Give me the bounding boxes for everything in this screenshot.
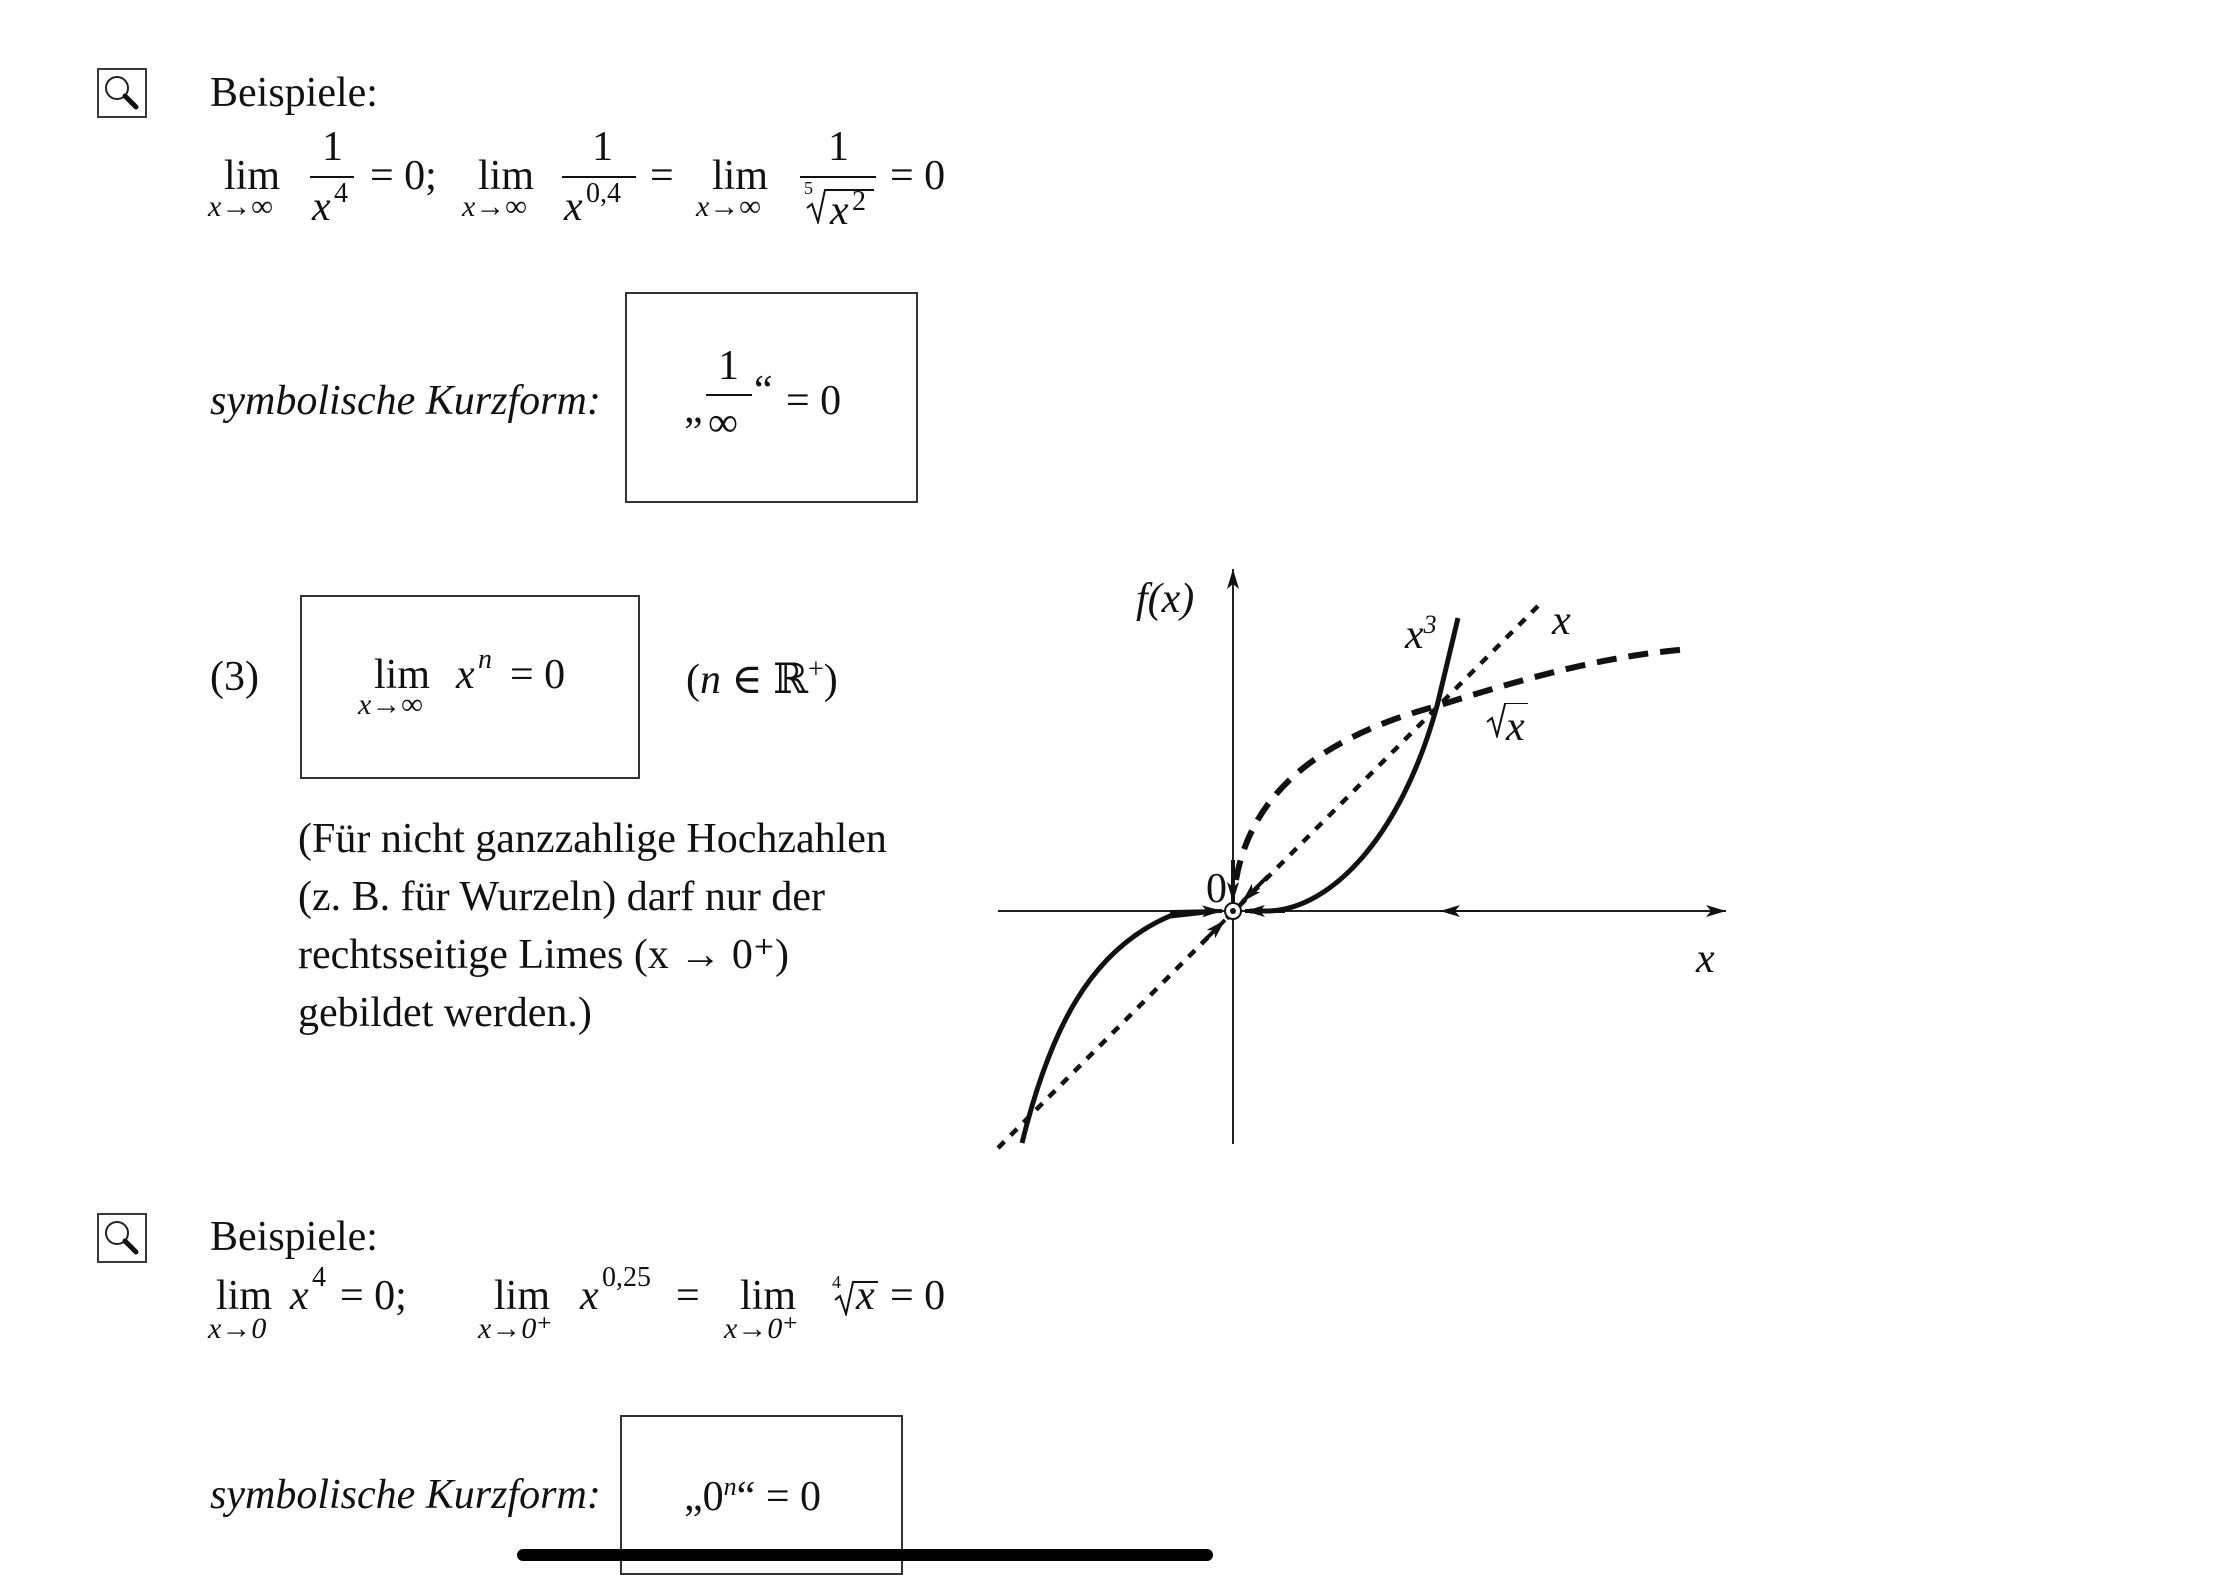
curve-label-x-cubed: x3 (1405, 610, 1437, 658)
radicand-exponent: 2 (852, 186, 866, 217)
power-exponent: 0,25 (602, 1262, 651, 1293)
cube-base: x (1405, 612, 1424, 658)
y-axis-label: f(x) (1136, 576, 1195, 622)
result-text: = 0 (890, 153, 946, 199)
power-base: x (290, 1273, 309, 1319)
lim-subscript: x→∞ (208, 190, 273, 223)
sqrt-label-overline (1504, 703, 1528, 704)
lim-operator: lim (712, 153, 769, 199)
short-form-base: 0 (702, 1474, 724, 1520)
curve-label-sqrt-x: x (1506, 704, 1525, 750)
condition-text: (n ∈ ℝ+) (686, 654, 838, 703)
fraction-bar (706, 394, 752, 396)
magnifier-icon (105, 1221, 139, 1255)
note-line: rechtsseitige Limes (x → 0⁺) (298, 932, 790, 978)
fraction-bar (310, 176, 354, 178)
lim-subscript: x→∞ (462, 190, 527, 223)
home-indicator[interactable] (517, 1549, 1213, 1561)
equals-sign: = (676, 1273, 700, 1319)
radical-sign-icon (806, 189, 826, 224)
note-line: gebildet werden.) (298, 990, 592, 1036)
short-form-result: = 0 (765, 1474, 821, 1520)
result-text: = 0 (890, 1273, 946, 1319)
radical-sign-icon (834, 1281, 854, 1316)
open-quote: „ (684, 1474, 703, 1520)
radicand: x (856, 1273, 875, 1319)
radical-overline (824, 189, 874, 191)
root-index: 4 (832, 1272, 841, 1292)
cube-exponent: 3 (1423, 610, 1437, 639)
paren-open: ( (686, 657, 700, 703)
open-quote: „ (684, 386, 703, 432)
fraction-denominator-base: x (312, 184, 331, 230)
close-quote: “ (754, 368, 773, 414)
fraction-bar (800, 176, 876, 178)
power-exponent: 4 (312, 1262, 326, 1293)
fraction-denominator-base: x (564, 184, 583, 230)
equals-sign: = (650, 153, 674, 199)
short-form-label: symbolische Kurzform: (210, 378, 601, 424)
sqrt-label-radical-icon (1486, 703, 1506, 738)
note-line: (z. B. für Wurzeln) darf nur der (298, 874, 825, 920)
magnifier-icon (105, 76, 139, 110)
power-base: x (580, 1273, 599, 1319)
short-form-box (625, 292, 918, 503)
lim-subscript: x→0⁺ (724, 1312, 799, 1345)
heading-beispiele-1: Beispiele: (210, 70, 378, 116)
condition-superscript: + (808, 654, 824, 685)
curve-x (996, 602, 1542, 1150)
result-text: = 0; (370, 153, 437, 199)
paren-close: ) (823, 657, 838, 703)
lim-operator: lim (494, 1273, 551, 1319)
rule-note: (Für nicht ganzzahlige Hochzahlen (z. B.… (298, 810, 887, 1042)
lim-operator: lim (216, 1273, 273, 1319)
lim-subscript: x→∞ (696, 190, 761, 223)
curve-label-x: x (1552, 598, 1571, 644)
result-text: = 0; (340, 1273, 407, 1319)
x-axis-label: x (1696, 936, 1715, 982)
curve-x-cubed (1019, 617, 1461, 1144)
short-form-result: = 0 (786, 378, 842, 424)
fraction-numerator: 1 (828, 124, 849, 170)
short-form-label: symbolische Kurzform: (210, 1472, 601, 1518)
rule-box (300, 595, 640, 779)
radical-overline (852, 1281, 878, 1283)
rule-result: = 0 (510, 652, 566, 698)
note-line: (Für nicht ganzzahlige Hochzahlen (298, 816, 887, 862)
condition-variable: n (700, 657, 721, 703)
short-form-exponent: n (723, 1472, 737, 1501)
fraction-numerator: 1 (322, 124, 343, 170)
fraction-numerator: 1 (592, 124, 613, 170)
short-form-expression: „0n“ = 0 (684, 1472, 821, 1520)
lim-operator: lim (224, 153, 281, 199)
magnifier-icon-box (97, 68, 147, 118)
origin-label: 0 (1206, 866, 1227, 912)
short-form-denominator: ∞ (708, 400, 738, 446)
fraction-denominator-exponent: 0,4 (586, 178, 621, 209)
lim-subscript: x→0 (208, 1312, 267, 1345)
close-quote: “ (736, 1474, 756, 1520)
curve-sqrt-x (1233, 646, 1691, 881)
lim-operator: lim (374, 652, 431, 698)
root-index: 5 (804, 178, 813, 198)
heading-beispiele-2: Beispiele: (210, 1214, 378, 1260)
lim-operator: lim (740, 1273, 797, 1319)
magnifier-icon-box (97, 1213, 147, 1263)
fraction-denominator-exponent: 4 (334, 178, 348, 209)
lim-subscript: x→∞ (358, 688, 423, 721)
rule-exponent: n (478, 644, 492, 675)
lim-operator: lim (478, 153, 535, 199)
radicand-base: x (830, 188, 849, 234)
short-form-numerator: 1 (718, 343, 739, 389)
rule-base: x (456, 652, 475, 698)
lim-subscript: x→0⁺ (478, 1312, 553, 1345)
condition-set: ∈ ℝ (721, 657, 809, 703)
fraction-bar (562, 176, 636, 178)
rule-number: (3) (210, 654, 259, 700)
